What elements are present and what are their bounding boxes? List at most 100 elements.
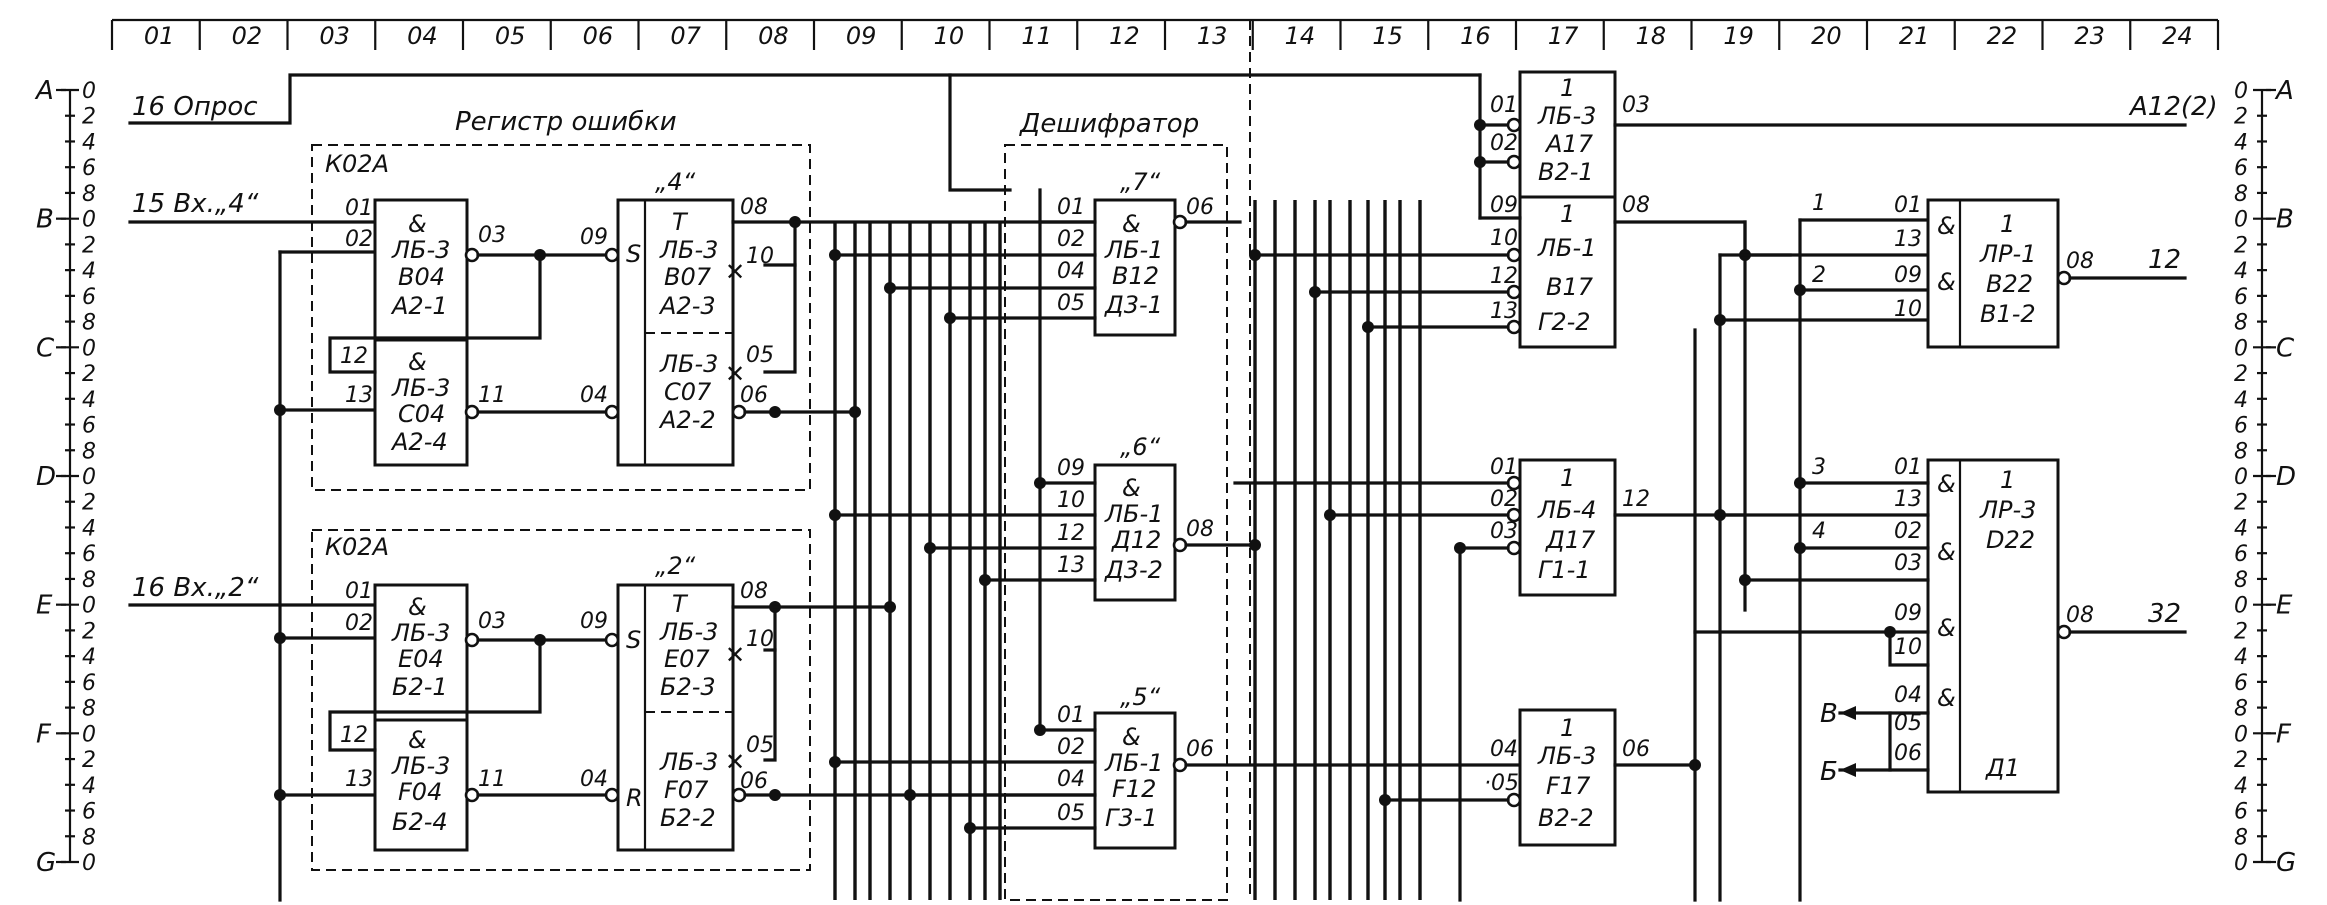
- scale-label: 6: [2234, 156, 2248, 181]
- svg-text:А2-1: А2-1: [390, 292, 448, 320]
- scale-label: 2: [2234, 233, 2248, 258]
- column-label: 12: [1109, 22, 1140, 50]
- scale-label: 2: [2234, 748, 2248, 773]
- svg-text:04: 04: [1894, 683, 1922, 708]
- arrow-b: В: [1820, 699, 1838, 729]
- column-label: 02: [232, 22, 263, 50]
- svg-text:D22: D22: [1986, 526, 2035, 554]
- svg-text:Д17: Д17: [1545, 526, 1596, 554]
- scale-label: 8: [2234, 439, 2248, 464]
- scale-label: 4: [2234, 645, 2248, 670]
- gate-b12: & ЛБ-1 В12 Д3-1 01 02 04 05 06: [1057, 195, 1214, 337]
- svg-text:02: 02: [1894, 519, 1922, 544]
- scale-label: 2: [82, 362, 96, 387]
- scale-label: 4: [82, 645, 96, 670]
- gate-d12: & ЛБ-1 Д12 Д3-2 09 10 12 13 08: [1057, 456, 1214, 602]
- k02a-lower-label: К02А: [325, 533, 389, 561]
- scale-label: 8: [82, 568, 96, 593]
- svg-text:1: 1: [2000, 466, 2015, 494]
- svg-text:11: 11: [478, 767, 506, 792]
- scale-label: 0: [2234, 851, 2248, 876]
- svg-text:01: 01: [1894, 455, 1922, 480]
- svg-text:02: 02: [1490, 131, 1518, 156]
- gate-f12: & ЛБ-1 F12 Г3-1 01 02 04 05 06: [1057, 703, 1214, 850]
- svg-text:✕: ✕: [725, 360, 745, 388]
- register-title: Регистр ошибки: [455, 107, 677, 137]
- t4-title: „4“: [655, 168, 696, 196]
- svg-text:02: 02: [345, 227, 373, 252]
- svg-text:09: 09: [1894, 601, 1922, 626]
- svg-text:06: 06: [1186, 195, 1214, 220]
- svg-text:ЛБ-3: ЛБ-3: [391, 752, 450, 780]
- svg-text:С04: С04: [398, 400, 445, 428]
- svg-text:05: 05: [746, 343, 774, 368]
- svg-text:13: 13: [1894, 227, 1922, 252]
- svg-text:01: 01: [345, 579, 373, 604]
- svg-text:В2-1: В2-1: [1538, 158, 1594, 186]
- column-label: 10: [934, 22, 965, 50]
- svg-text:13: 13: [345, 383, 373, 408]
- svg-text:В07: В07: [664, 263, 712, 291]
- k02a-upper-label: К02А: [325, 150, 389, 178]
- svg-text:08: 08: [2066, 603, 2094, 628]
- column-label: 03: [319, 22, 350, 50]
- svg-text:05: 05: [1057, 291, 1085, 316]
- scale-label: 0: [2234, 594, 2248, 619]
- signal-a12: А12(2): [2128, 92, 2218, 122]
- scale-label: 0: [82, 336, 96, 361]
- svg-text:F04: F04: [398, 778, 442, 806]
- scale-label: 8: [82, 697, 96, 722]
- svg-text:Б2-2: Б2-2: [660, 804, 716, 832]
- row-label: F: [2276, 719, 2292, 749]
- scale-label: 2: [82, 233, 96, 258]
- scale-label: 6: [82, 156, 96, 181]
- scale-label: 0: [2234, 722, 2248, 747]
- column-label: 24: [2162, 22, 2193, 50]
- scale-label: 8: [82, 311, 96, 336]
- column-label: 01: [144, 22, 175, 50]
- svg-text:Г2-2: Г2-2: [1538, 308, 1591, 336]
- row-label: G: [2276, 848, 2296, 878]
- scale-label: 0: [2234, 336, 2248, 361]
- svg-text:04: 04: [1057, 767, 1085, 792]
- decoder-title: Дешифратор: [1019, 109, 1199, 139]
- scale-label: 6: [82, 414, 96, 439]
- column-label: 19: [1723, 22, 1754, 50]
- svg-text:13: 13: [1894, 487, 1922, 512]
- svg-text:S: S: [626, 626, 641, 654]
- opros-line: [128, 73, 1012, 192]
- scale-label: 2: [2234, 105, 2248, 130]
- svg-text:09: 09: [1490, 193, 1518, 218]
- scale-label: 6: [2234, 800, 2248, 825]
- bus-label-1: 1: [1812, 191, 1826, 216]
- svg-text:ЛБ-1: ЛБ-1: [1104, 749, 1163, 777]
- svg-text:02: 02: [345, 611, 373, 636]
- t5-title: „5“: [1120, 683, 1161, 711]
- scale-label: 4: [2234, 130, 2248, 155]
- svg-text:10: 10: [1894, 635, 1922, 660]
- scale-label: 4: [2234, 259, 2248, 284]
- row-label: E: [2276, 591, 2293, 621]
- row-label: D: [2276, 462, 2296, 492]
- svg-text:Д3-2: Д3-2: [1104, 556, 1163, 584]
- svg-text:10: 10: [746, 627, 774, 652]
- signal-in2: 16 Вх.„2“: [132, 573, 259, 603]
- scale-label: 0: [82, 594, 96, 619]
- svg-text:✕: ✕: [725, 641, 745, 669]
- svg-text:В17: В17: [1546, 273, 1594, 301]
- gate-c04: & ЛБ-3 С04 А2-4 12 13 11: [340, 338, 506, 467]
- scale-label: 8: [82, 439, 96, 464]
- svg-text:А2-4: А2-4: [390, 428, 448, 456]
- scale-label: 8: [2234, 182, 2248, 207]
- column-label: 09: [846, 22, 877, 50]
- scale-label: 8: [2234, 825, 2248, 850]
- svg-text:ЛБ-1: ЛБ-1: [1537, 234, 1596, 262]
- scale-label: 4: [82, 130, 96, 155]
- svg-text:А2-3: А2-3: [658, 292, 716, 320]
- column-label: 14: [1285, 22, 1316, 50]
- svg-text:01: 01: [1490, 93, 1518, 118]
- gate-d17: 1 ЛБ-4 Д17 Г1-1 01 02 03 12: [1490, 455, 1650, 597]
- row-label: G: [36, 848, 56, 878]
- signal-in4: 15 Вх.„4“: [132, 189, 259, 219]
